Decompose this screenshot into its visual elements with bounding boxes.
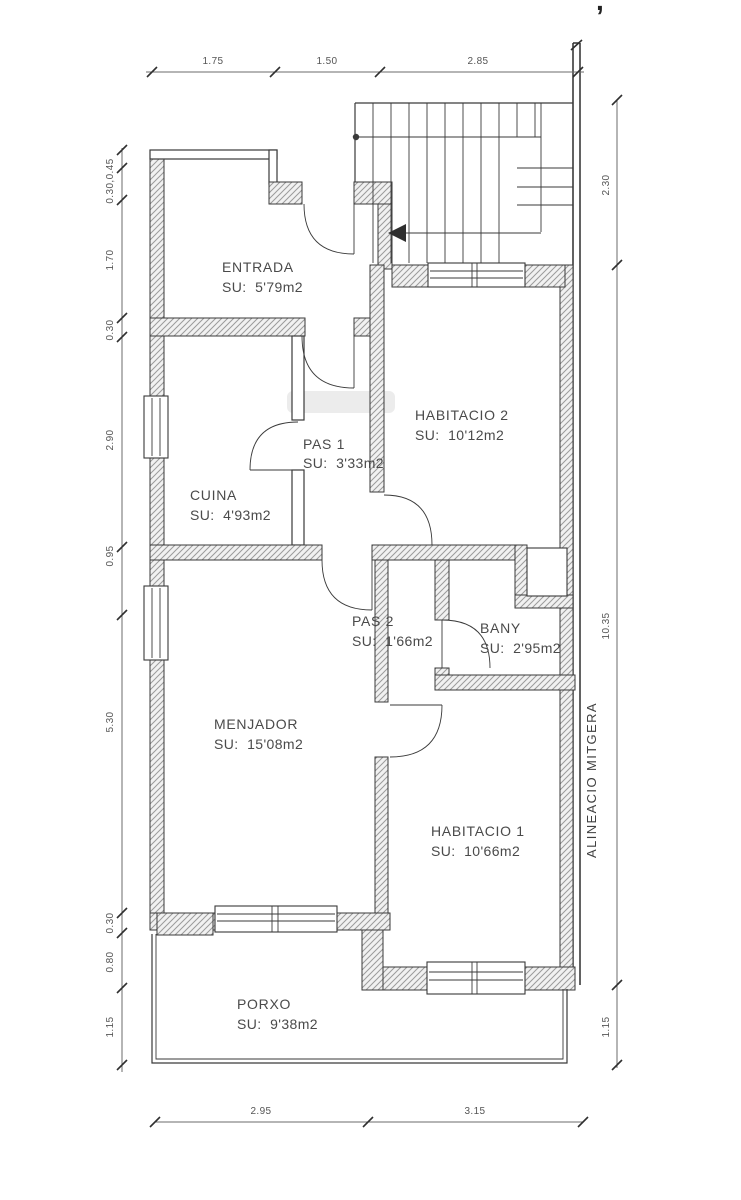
window-habitacio1 <box>426 961 526 995</box>
dimension-labels: 1.75 1.50 2.85 2.95 3.15 0.30,0.45 1.70 … <box>105 56 612 1117</box>
window-left-lower <box>143 585 169 661</box>
corner-mark: , <box>596 0 604 16</box>
room-name-porxo: PORXO <box>237 996 291 1012</box>
door-arc-entrada-entrance <box>303 203 355 255</box>
room-name-cuina: CUINA <box>190 487 237 503</box>
room-area-habitacio1: SU: 10'66m2 <box>431 843 520 859</box>
dim-label-top-2: 2.85 <box>467 56 488 67</box>
window-habitacio2 <box>427 262 526 288</box>
room-name-habitacio2: HABITACIO 2 <box>415 407 509 423</box>
dim-label-right-2: 1.15 <box>601 1016 612 1037</box>
room-name-habitacio1: HABITACIO 1 <box>431 823 525 839</box>
party-wall-label: ALINEACIO MITGERA <box>584 702 599 858</box>
dim-label-right-1: 10.35 <box>601 612 612 639</box>
room-area-pas2: SU: 1'66m2 <box>352 633 433 649</box>
door-arc-pas1-pas2 <box>321 559 373 611</box>
room-area-menjador: SU: 15'08m2 <box>214 736 303 752</box>
dim-label-right-0: 2.30 <box>601 174 612 195</box>
room-name-pas2: PAS 2 <box>352 613 394 629</box>
room-area-porxo: SU: 9'38m2 <box>237 1016 318 1032</box>
dim-label-left-2: 0.30 <box>105 319 116 340</box>
room-labels: ENTRADA SU: 5'79m2 HABITACIO 2 SU: 10'12… <box>190 259 561 1032</box>
room-area-pas1: SU: 3'33m2 <box>303 455 384 471</box>
door-arc-entrada-pas1 <box>301 335 355 389</box>
room-name-pas1: PAS 1 <box>303 436 345 452</box>
window-menjador-porxo <box>214 905 338 933</box>
party-wall <box>559 39 583 991</box>
windows <box>143 262 526 995</box>
dimension-lines <box>116 66 623 1128</box>
dim-label-left-6: 0.30 <box>105 912 116 933</box>
door-arc-bany <box>441 619 491 669</box>
door-arc-cuina <box>249 421 299 471</box>
walls <box>149 149 576 991</box>
room-name-bany: BANY <box>480 620 521 636</box>
watermark-smudge <box>287 391 395 413</box>
staircase <box>352 102 573 263</box>
room-area-habitacio2: SU: 10'12m2 <box>415 427 504 443</box>
dim-label-left-4: 0.95 <box>105 545 116 566</box>
dim-label-bottom-0: 2.95 <box>250 1106 271 1117</box>
dim-label-bottom-1: 3.15 <box>464 1106 485 1117</box>
door-arc-habitacio1 <box>389 704 443 758</box>
stair-direction-arrow <box>388 224 541 242</box>
room-area-cuina: SU: 4'93m2 <box>190 507 271 523</box>
window-left-upper <box>143 395 169 459</box>
dim-label-top-0: 1.75 <box>202 56 223 67</box>
stair-start-dot <box>352 133 360 141</box>
dim-label-left-3: 2.90 <box>105 429 116 450</box>
room-area-bany: SU: 2'95m2 <box>480 640 561 656</box>
room-area-entrada: SU: 5'79m2 <box>222 279 303 295</box>
room-name-entrada: ENTRADA <box>222 259 294 275</box>
dim-label-top-1: 1.50 <box>316 56 337 67</box>
porch-outline <box>151 934 568 1064</box>
dim-label-left-5: 5.30 <box>105 711 116 732</box>
door-arc-habitacio2 <box>383 494 433 546</box>
doors <box>249 203 491 758</box>
room-name-menjador: MENJADOR <box>214 716 298 732</box>
dim-label-left-0: 0.30,0.45 <box>105 158 116 203</box>
dim-label-left-7: 0.80 <box>105 951 116 972</box>
dim-label-left-8: 1.15 <box>105 1016 116 1037</box>
dim-label-left-1: 1.70 <box>105 249 116 270</box>
